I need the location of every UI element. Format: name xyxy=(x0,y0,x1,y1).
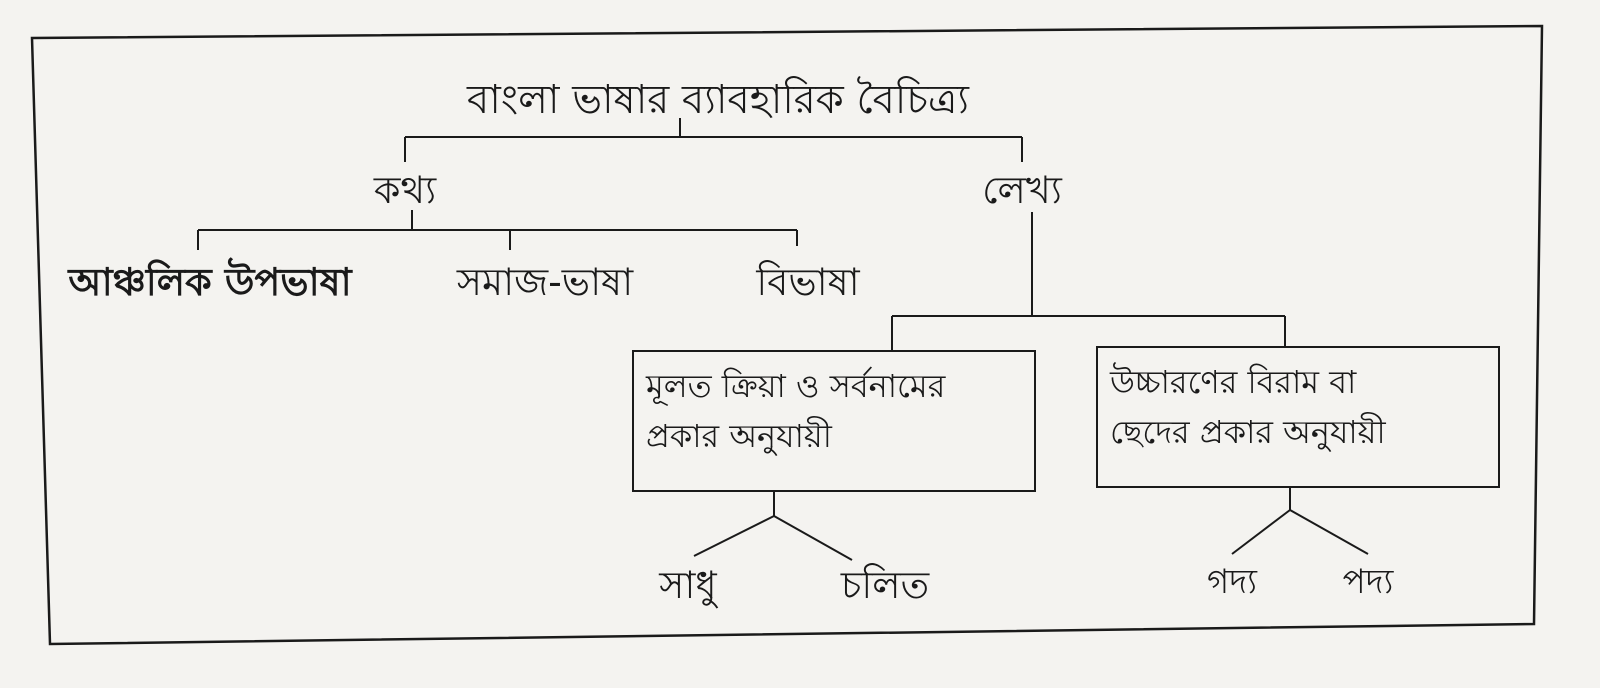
written-node-label: লেখ্য xyxy=(982,168,1062,212)
leaf-podyo: পদ্য xyxy=(1342,562,1394,602)
spoken-child-anchalik: আঞ্চলিক উপভাষা xyxy=(68,260,352,304)
spoken-child-bibhasha: বিভাষা xyxy=(756,260,860,304)
connector-to-sadhu xyxy=(693,515,775,557)
verb-pronoun-type-box: মূলত ক্রিয়া ও সর্বনামের প্রকার অনুযায়ী xyxy=(632,350,1036,492)
leaf-godyo: গদ্য xyxy=(1206,562,1258,602)
verb-pronoun-box-line-1: মূলত ক্রিয়া ও সর্বনামের xyxy=(646,367,946,405)
root-node-label: বাংলা ভাষার ব্যাবহারিক বৈচিত্র্য xyxy=(467,77,969,123)
connector-to-cholito xyxy=(773,515,853,561)
verb-pronoun-box-line-2: প্রকার অনুযায়ী xyxy=(646,416,832,455)
spoken-child-samaj: সমাজ-ভাষা xyxy=(456,260,634,304)
connector-to-godyo xyxy=(1231,509,1291,555)
pause-rhythm-box-line-1: উচ্চারণের বিরাম বা xyxy=(1110,363,1357,401)
outer-frame xyxy=(30,24,1544,646)
pause-rhythm-type-box: উচ্চারণের বিরাম বা ছেদের প্রকার অনুযায়ী xyxy=(1096,346,1500,488)
spoken-node-label: কথ্য xyxy=(373,168,437,212)
connector-to-podyo xyxy=(1289,509,1369,555)
leaf-cholito: চলিত xyxy=(840,563,930,607)
pause-rhythm-box-line-2: ছেদের প্রকার অনুযায়ী xyxy=(1110,412,1386,451)
leaf-sadhu: সাধু xyxy=(659,563,717,607)
